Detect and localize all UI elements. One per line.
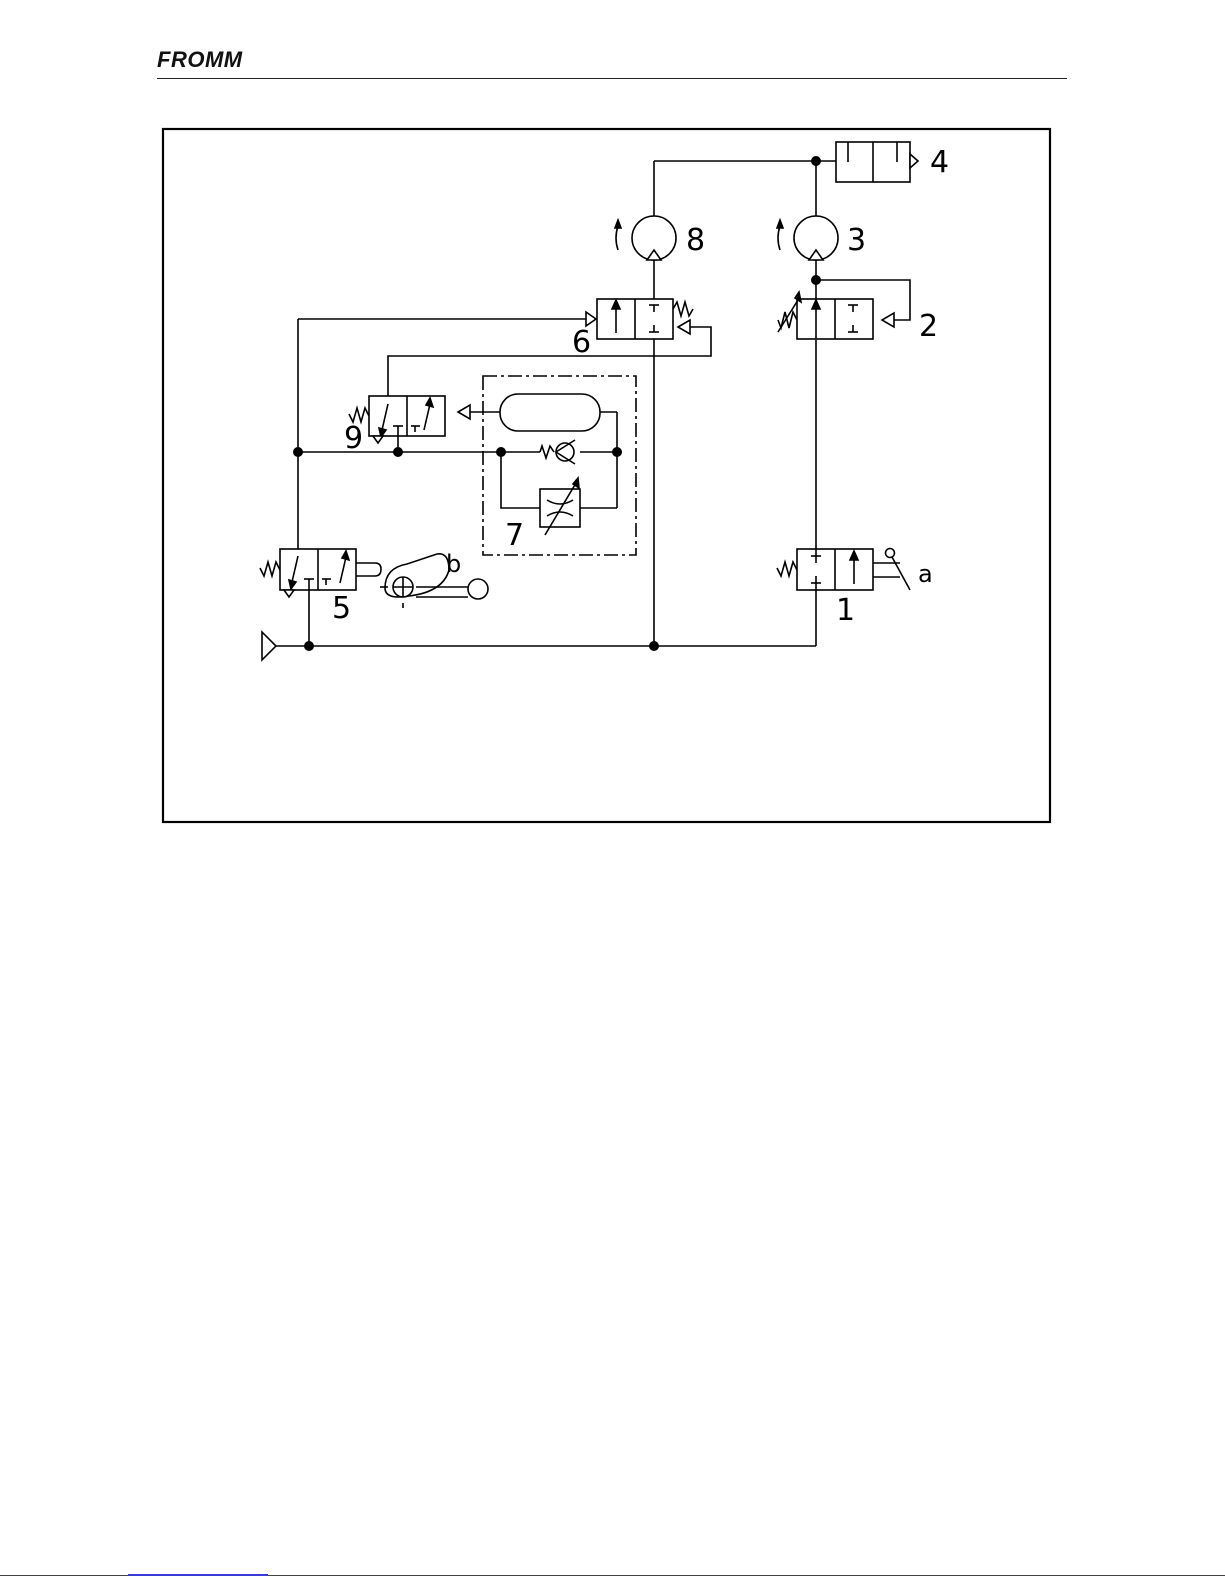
- diagram-frame: [163, 129, 1050, 822]
- label-5: 5: [332, 591, 351, 626]
- valve-9: [349, 396, 470, 443]
- label-7: 7: [505, 518, 524, 553]
- label-b: b: [446, 550, 461, 578]
- motor-8: [615, 216, 676, 260]
- valve-1: [777, 549, 910, 591]
- footer-link-underline: [128, 1574, 268, 1576]
- label-6: 6: [572, 325, 591, 360]
- valve-4: [836, 142, 918, 182]
- label-3: 3: [847, 223, 866, 258]
- label-8: 8: [686, 223, 705, 258]
- motor-3: [777, 216, 838, 260]
- label-a: a: [918, 560, 933, 588]
- supply-triangle: [262, 632, 276, 660]
- label-2: 2: [919, 309, 938, 344]
- valve-2: [778, 292, 894, 339]
- label-4: 4: [930, 145, 949, 180]
- label-1: 1: [836, 593, 855, 628]
- label-9: 9: [344, 421, 363, 456]
- valve-6: [586, 299, 693, 339]
